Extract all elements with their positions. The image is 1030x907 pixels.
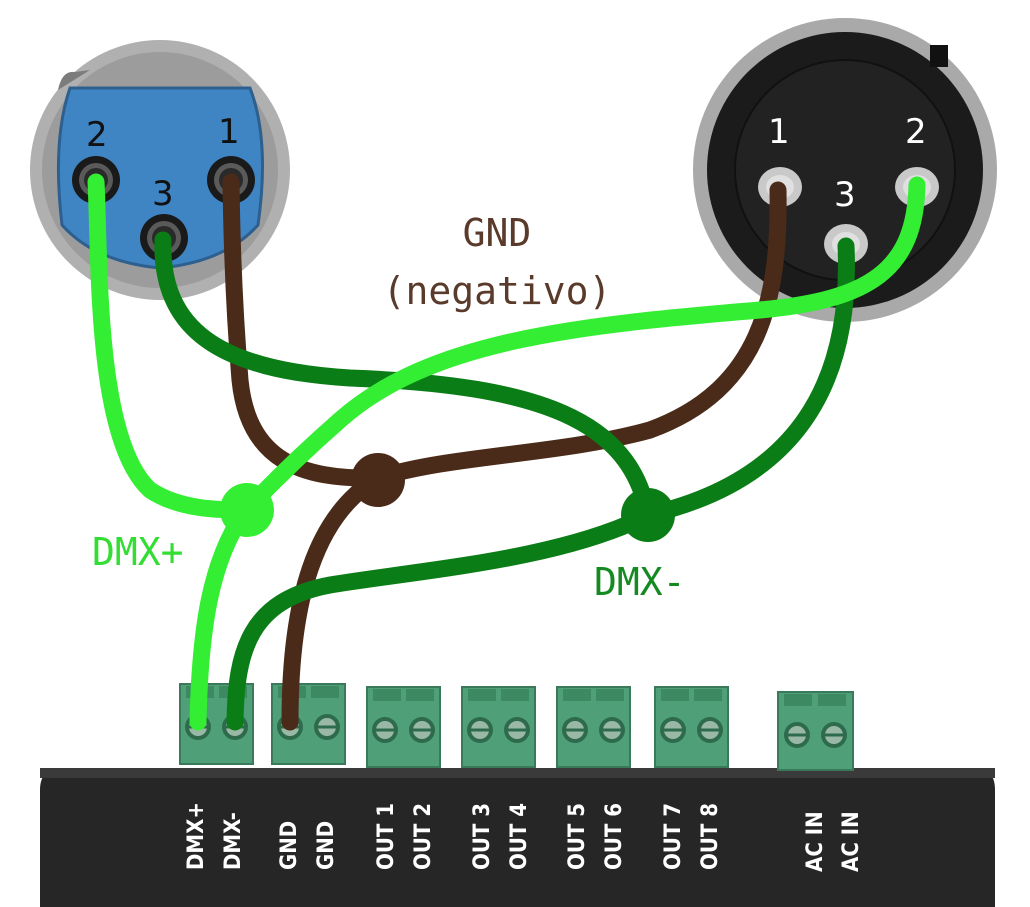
terminal-labels: DMX+ DMX- GND GND OUT 1 OUT 2 OUT 3 OUT … bbox=[184, 802, 864, 872]
dmx-minus-label: DMX- bbox=[594, 560, 686, 604]
terminal-label-out-5: OUT 5 bbox=[565, 803, 590, 870]
terminal-label-ac-in-2: AC IN bbox=[839, 811, 864, 872]
terminal-label-out-2: OUT 2 bbox=[411, 803, 436, 870]
terminal-block-out34[interactable] bbox=[461, 686, 536, 768]
terminal-block-acin[interactable] bbox=[777, 691, 854, 771]
wire-gnd-male bbox=[369, 181, 787, 487]
junctions bbox=[220, 453, 675, 542]
female-pin-label-2: 2 bbox=[86, 115, 108, 155]
male-pin-label-2: 2 bbox=[905, 112, 927, 152]
wire-gnd-female bbox=[222, 173, 387, 487]
terminal-label-dmx-plus: DMX+ bbox=[184, 802, 209, 870]
wire-dmx-plus-male bbox=[237, 176, 926, 519]
terminal-label-out-1: OUT 1 bbox=[374, 803, 399, 870]
terminal-label-gnd-1: GND bbox=[277, 821, 302, 870]
male-pin-label-1: 1 bbox=[768, 112, 790, 152]
wire-dmx-minus-female bbox=[154, 231, 657, 524]
terminal-label-out-3: OUT 3 bbox=[470, 803, 495, 870]
male-pin-label-3: 3 bbox=[834, 175, 856, 215]
wire-labels: GND (negativo) DMX+ DMX- bbox=[92, 211, 686, 604]
terminal-label-out-6: OUT 6 bbox=[602, 803, 627, 870]
terminal-label-out-4: OUT 4 bbox=[507, 803, 532, 870]
junction-dmx-minus bbox=[621, 488, 675, 542]
wire-dmx-plus-female bbox=[87, 173, 255, 519]
gnd-label-line1: GND bbox=[463, 211, 532, 255]
terminal-block-out78[interactable] bbox=[654, 686, 729, 768]
wires bbox=[87, 173, 926, 731]
junction-gnd bbox=[351, 453, 405, 507]
terminal-blocks bbox=[179, 683, 854, 771]
terminal-label-ac-in-1: AC IN bbox=[803, 811, 828, 872]
terminal-label-gnd-2: GND bbox=[314, 821, 339, 870]
dmx-plus-label: DMX+ bbox=[92, 530, 184, 574]
terminal-block-out12[interactable] bbox=[366, 686, 441, 768]
terminal-block-out56[interactable] bbox=[556, 686, 631, 768]
terminal-label-dmx-minus: DMX- bbox=[221, 812, 246, 870]
female-pin-label-1: 1 bbox=[218, 112, 240, 152]
terminal-label-out-8: OUT 8 bbox=[698, 803, 723, 870]
junction-dmx-plus bbox=[220, 483, 274, 537]
wire-dmx-minus-terminal bbox=[226, 506, 657, 731]
decoder-body bbox=[40, 768, 995, 907]
female-pin-label-3: 3 bbox=[152, 174, 174, 214]
terminal-label-out-7: OUT 7 bbox=[661, 803, 686, 870]
gnd-label-line2: (negativo) bbox=[383, 269, 612, 313]
